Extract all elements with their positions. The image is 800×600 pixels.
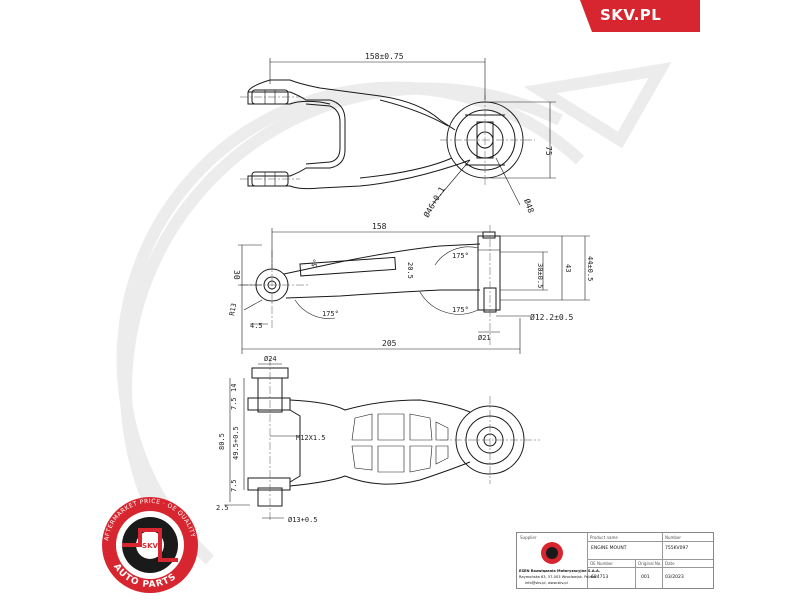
dim-mid-length: 158 bbox=[372, 222, 387, 231]
watermark bbox=[116, 62, 672, 565]
badge-center-text: SKV bbox=[142, 542, 158, 550]
dim-bot-thread: M12X1.5 bbox=[296, 434, 326, 442]
product-header: Product name bbox=[590, 535, 618, 540]
dim-bot-2-5: 2.5 bbox=[216, 504, 229, 512]
dim-bot-7-5: 7.5 bbox=[230, 397, 238, 410]
auto-parts-badge: AFTERMARKET PRICE · OE QUALITY AUTO PART… bbox=[102, 497, 198, 593]
dim-hole-dia: Ø46+0.1 bbox=[421, 185, 447, 219]
dim-ring-dia: Ø48 bbox=[522, 197, 536, 214]
brand-flag bbox=[580, 0, 700, 32]
dim-mid-total: 205 bbox=[382, 339, 397, 348]
dim-bot-13: Ø13+0.5 bbox=[288, 516, 318, 524]
dim-angle-a: 5° bbox=[310, 258, 320, 269]
oe-number: 684713 bbox=[591, 575, 609, 580]
dim-angle-175-left: 175° bbox=[322, 310, 339, 318]
bottom-view bbox=[224, 358, 540, 520]
original-number: 001 bbox=[641, 575, 650, 580]
date-value: 03/2023 bbox=[665, 575, 684, 580]
dim-bot-80-5: 80.5 bbox=[218, 433, 226, 450]
date-header: Date bbox=[665, 561, 675, 566]
side-view bbox=[238, 225, 590, 354]
dim-top-height: 75 bbox=[544, 146, 553, 156]
brand-logo[interactable]: SKV.PL bbox=[600, 6, 662, 24]
supplier-logo bbox=[541, 542, 563, 564]
dim-bot-7-5b: 7.5 bbox=[230, 479, 238, 492]
dim-mid-left-h: 30 bbox=[232, 270, 241, 280]
dim-h-43: 43 bbox=[564, 264, 572, 272]
dim-offset: 4.5 bbox=[250, 322, 263, 330]
dim-bot-49-5: 49.5+0.5 bbox=[232, 426, 240, 460]
product-name: ENGINE MOUNT bbox=[591, 546, 627, 551]
top-view bbox=[240, 58, 556, 206]
dim-pin-dia: Ø21 bbox=[478, 334, 491, 342]
oe-header: OE Number bbox=[590, 561, 614, 566]
title-block: Supplier ESEN Rozwiązania Motoryzacyjne … bbox=[516, 532, 714, 589]
dim-angle-175-bot: 175° bbox=[452, 306, 469, 314]
original-header: Original No. bbox=[638, 561, 662, 566]
dim-bot-14: 14 bbox=[230, 384, 238, 392]
dim-arm-width: 20.5 bbox=[406, 262, 414, 279]
dim-h-30: 30±0.5 bbox=[536, 263, 544, 288]
part-number: 755KV097 bbox=[665, 546, 689, 551]
dim-h-44: 44±0.5 bbox=[586, 256, 594, 281]
dim-radius: R13 bbox=[228, 302, 238, 316]
dim-bot-top-dia: Ø24 bbox=[264, 355, 277, 363]
company-name: ESEN Rozwiązania Motoryzacyjne S.A.A. bbox=[519, 569, 601, 573]
number-header: Number bbox=[665, 535, 682, 540]
company-address: Raymońska 63, 57-003 Wrocław/sk. Poland bbox=[519, 575, 597, 579]
dim-bolt-dia: Ø12.2±0.5 bbox=[530, 312, 574, 322]
supplier-header: Supplier bbox=[520, 535, 537, 540]
dim-angle-175-top: 175° bbox=[452, 252, 469, 260]
company-contact: info@skv.pl, www.skv.pl bbox=[525, 581, 568, 585]
dim-top-width: 158±0.75 bbox=[365, 52, 404, 61]
